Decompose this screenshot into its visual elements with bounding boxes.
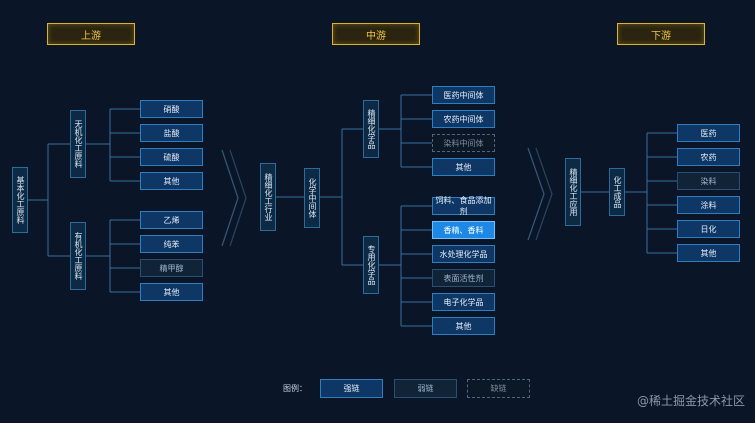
downstream-item-4[interactable]: 日化	[677, 220, 740, 238]
midstream-group-special[interactable]: 专用化学品	[363, 236, 379, 294]
downstream-products-node[interactable]: 化工成品	[609, 168, 625, 216]
downstream-item-3[interactable]: 涂料	[677, 196, 740, 214]
midstream-industry-node[interactable]: 精细化工行业	[260, 163, 276, 231]
midstream-item-0-0[interactable]: 医药中间体	[432, 86, 495, 104]
midstream-group-fine-label: 精细化学品	[367, 109, 376, 149]
upstream-item-1-1[interactable]: 纯苯	[140, 235, 203, 253]
midstream-item-1-3[interactable]: 表面活性剂	[432, 269, 495, 287]
upstream-group-organic[interactable]: 有机化工原料	[70, 222, 86, 290]
downstream-application-node[interactable]: 精细化工应用	[565, 158, 581, 226]
watermark: @稀土掘金技术社区	[636, 394, 745, 408]
legend-weak: 弱链	[394, 379, 457, 398]
upstream-group-inorganic[interactable]: 无机化工原料	[70, 110, 86, 178]
upstream-group-organic-label: 有机化工原料	[74, 232, 83, 280]
upstream-item-1-0[interactable]: 乙烯	[140, 211, 203, 229]
header-downstream: 下游	[617, 23, 705, 45]
midstream-intermediate-node[interactable]: 化学中间体	[304, 168, 320, 228]
midstream-item-1-4[interactable]: 电子化学品	[432, 293, 495, 311]
header-midstream: 中游	[332, 23, 420, 45]
midstream-item-1-1[interactable]: 香精、香料	[432, 221, 495, 239]
upstream-item-0-2[interactable]: 硫酸	[140, 148, 203, 166]
midstream-intermediate-label: 化学中间体	[308, 178, 317, 218]
midstream-item-1-5[interactable]: 其他	[432, 317, 495, 335]
upstream-group-inorganic-label: 无机化工原料	[74, 120, 83, 168]
header-upstream: 上游	[47, 23, 135, 45]
upstream-root-node[interactable]: 基本化工原料	[12, 167, 28, 233]
downstream-item-0[interactable]: 医药	[677, 124, 740, 142]
midstream-industry-label: 精细化工行业	[264, 173, 273, 221]
downstream-application-label: 精细化工应用	[569, 168, 578, 216]
upstream-root-label: 基本化工原料	[16, 176, 25, 224]
downstream-item-5[interactable]: 其他	[677, 244, 740, 262]
midstream-item-0-1[interactable]: 农药中间体	[432, 110, 495, 128]
downstream-item-1[interactable]: 农药	[677, 148, 740, 166]
upstream-item-1-2[interactable]: 精甲醇	[140, 259, 203, 277]
downstream-item-2[interactable]: 染料	[677, 172, 740, 190]
midstream-item-0-3[interactable]: 其他	[432, 158, 495, 176]
midstream-item-0-2[interactable]: 染料中间体	[432, 134, 495, 152]
upstream-item-1-3[interactable]: 其他	[140, 283, 203, 301]
midstream-item-1-0[interactable]: 饲料、食品添加剂	[432, 196, 495, 216]
midstream-group-special-label: 专用化学品	[367, 245, 376, 285]
upstream-item-0-0[interactable]: 硝酸	[140, 100, 203, 118]
midstream-item-1-2[interactable]: 水处理化学品	[432, 245, 495, 263]
downstream-products-label: 化工成品	[613, 176, 622, 208]
midstream-group-fine[interactable]: 精细化学品	[363, 100, 379, 158]
upstream-item-0-1[interactable]: 盐酸	[140, 124, 203, 142]
upstream-item-0-3[interactable]: 其他	[140, 172, 203, 190]
legend-title: 图例：	[283, 384, 307, 393]
legend-strong: 强链	[320, 379, 383, 398]
legend-missing: 缺链	[467, 379, 530, 398]
